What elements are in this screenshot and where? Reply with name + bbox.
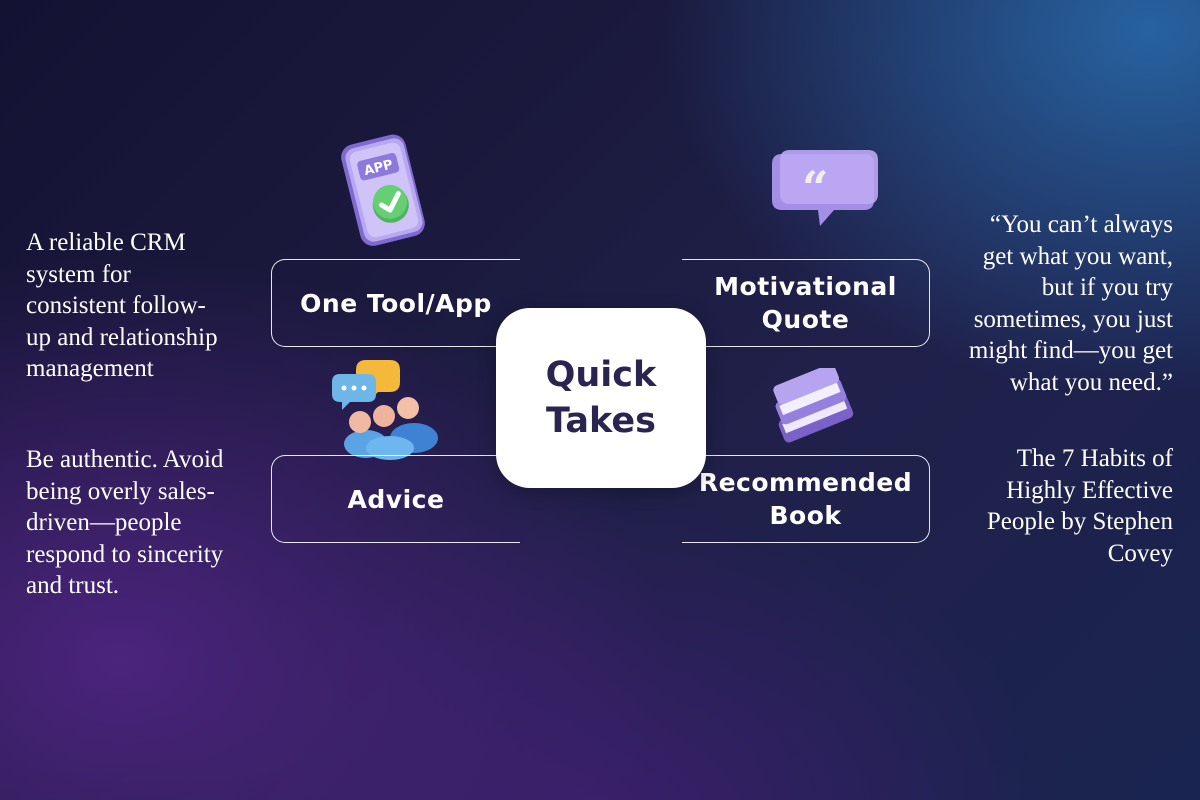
description-line: up and relationship bbox=[26, 323, 218, 351]
card-motivational-quote: Motivational Quote bbox=[682, 259, 930, 347]
description-line: consistent follow- bbox=[26, 292, 206, 319]
card-label: Advice bbox=[347, 484, 445, 514]
description-line: A reliable CRM bbox=[26, 229, 186, 256]
description-line: get what you want, bbox=[982, 242, 1173, 270]
description-line: sometimes, you just bbox=[973, 305, 1173, 333]
description-line: Be authentic. Avoid bbox=[26, 446, 224, 473]
quote-description: “You can’t always get what you want, but… bbox=[969, 209, 1173, 398]
svg-text:“: “ bbox=[802, 161, 828, 215]
description-line: People by Stephen bbox=[986, 508, 1173, 535]
quote-bubble-icon: “ bbox=[772, 150, 878, 226]
description-line: system for bbox=[26, 260, 131, 288]
description-line: management bbox=[26, 355, 154, 382]
description-line: Highly Effective bbox=[1006, 476, 1173, 504]
svg-text:APP: APP bbox=[363, 157, 395, 179]
card-one-tool-app: One Tool/App bbox=[271, 259, 520, 347]
center-title-box: Quick Takes bbox=[496, 308, 706, 488]
card-label-line2: Quote bbox=[761, 305, 850, 334]
people-chat-icon bbox=[332, 360, 438, 460]
description-line: “You can’t always bbox=[989, 211, 1173, 238]
book-description: The 7 Habits of Highly Effective People … bbox=[987, 443, 1173, 569]
description-line: Covey bbox=[1107, 539, 1173, 567]
book-icon bbox=[773, 368, 854, 443]
center-title-line1: Quick bbox=[545, 355, 657, 395]
card-advice: Advice bbox=[271, 455, 520, 543]
phone-app-icon: APP bbox=[341, 134, 425, 246]
center-title-line2: Takes bbox=[546, 401, 656, 441]
tool-description: A reliable CRM system for consistent fol… bbox=[26, 227, 218, 385]
card-label-line1: Recommended bbox=[698, 468, 913, 497]
description-line: and trust. bbox=[26, 572, 120, 599]
card-label-line2: Book bbox=[769, 501, 842, 530]
advice-description: Be authentic. Avoid being overly sales- … bbox=[26, 444, 223, 602]
card-label-line1: Motivational bbox=[714, 272, 897, 301]
description-line: might find—you get bbox=[968, 337, 1173, 364]
description-line: respond to sincerity bbox=[26, 540, 224, 568]
description-line: but if you try bbox=[1041, 274, 1173, 301]
description-line: driven—people bbox=[26, 509, 182, 536]
description-line: being overly sales- bbox=[26, 477, 215, 505]
card-label: One Tool/App bbox=[300, 288, 492, 318]
card-recommended-book: Recommended Book bbox=[682, 455, 930, 543]
description-line: The 7 Habits of bbox=[1016, 445, 1173, 472]
description-line: what you need.” bbox=[1009, 368, 1173, 396]
